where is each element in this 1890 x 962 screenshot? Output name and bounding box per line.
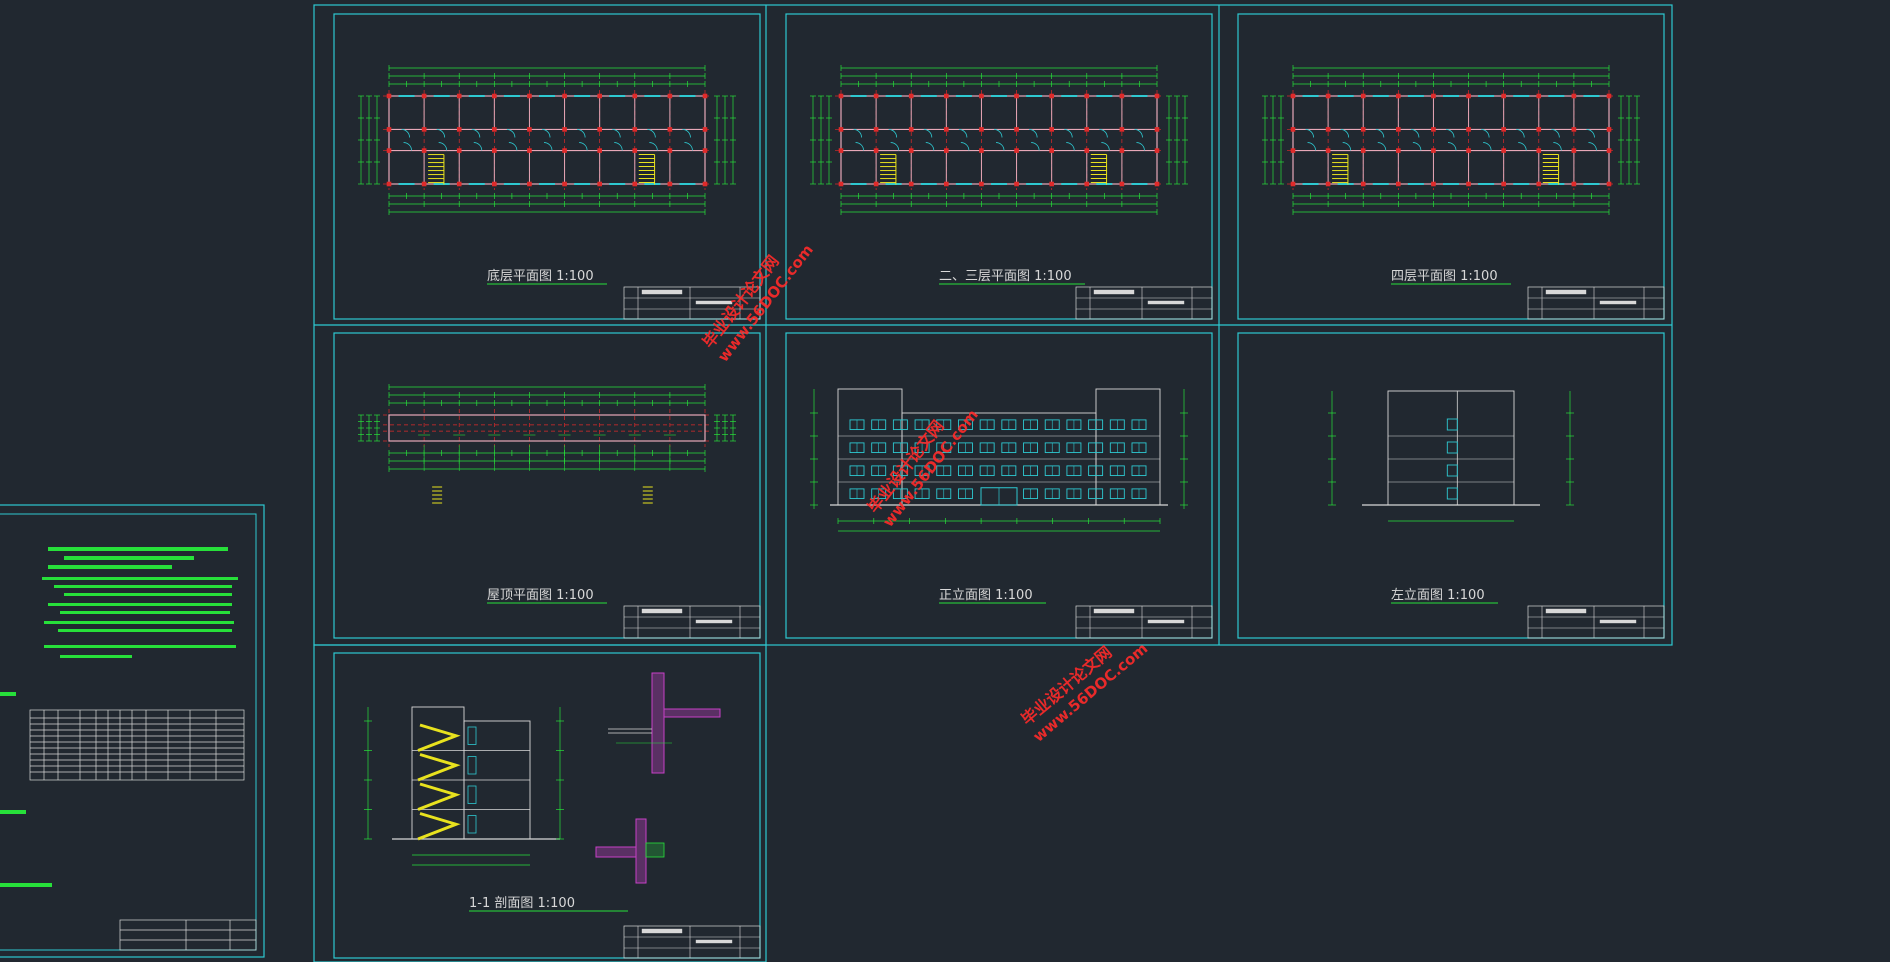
sheet-elev-front: 正立面图 1:100 xyxy=(785,332,1213,639)
sheet-title-plan-2-3: 二、三层平面图 1:100 xyxy=(939,269,1072,284)
notes-sheet xyxy=(0,504,265,958)
sheet-plan-roof: 屋顶平面图 1:100 xyxy=(333,332,761,639)
sheet-plan-4: 四层平面图 1:100 xyxy=(1237,13,1665,320)
sheets-layer: 底层平面图 1:100 二、三层平面图 1:100 四层平面图 1:100 屋顶平面图… xyxy=(333,13,1665,959)
sheet-plan-ground: 底层平面图 1:100 xyxy=(333,13,761,320)
sheet-title-plan-ground: 底层平面图 1:100 xyxy=(487,268,594,284)
sheet-elev-left: 左立面图 1:100 xyxy=(1237,332,1665,639)
sheet-title-section: 1-1 剖面图 1:100 xyxy=(469,896,575,911)
sheet-plan-2-3: 二、三层平面图 1:100 xyxy=(785,13,1213,320)
sheet-title-elev-front: 正立面图 1:100 xyxy=(939,588,1033,603)
sheet-title-plan-4: 四层平面图 1:100 xyxy=(1391,269,1498,284)
sheet-title-elev-left: 左立面图 1:100 xyxy=(1391,588,1485,603)
sheet-grid xyxy=(313,4,1673,962)
sheet-section: 1-1 剖面图 1:100 xyxy=(333,652,761,959)
sheet-title-plan-roof: 屋顶平面图 1:100 xyxy=(487,588,594,603)
